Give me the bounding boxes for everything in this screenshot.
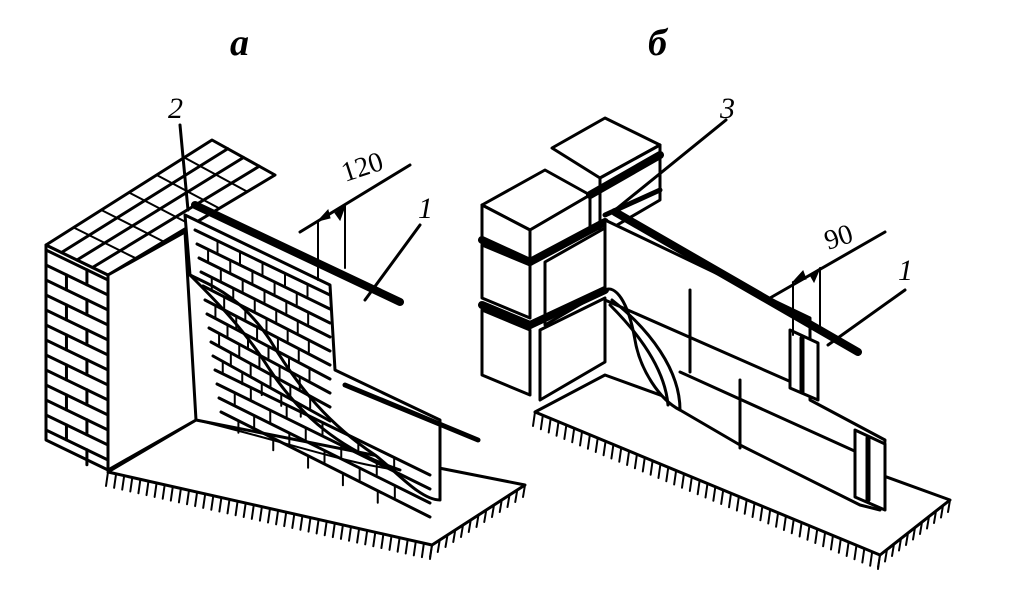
panel-a-top-brick-courses xyxy=(60,147,261,269)
panel-a-wall-brick-courses xyxy=(193,228,432,519)
panel-b-ground-hatching xyxy=(532,411,951,570)
panel-b-block-wall: б 3 90 1 xyxy=(478,22,952,570)
panel-a-ground-hatching xyxy=(105,471,526,560)
panel-a-callout-2: 2 xyxy=(168,92,183,125)
panel-a-leader-1 xyxy=(363,223,422,302)
panel-b-ground-slab xyxy=(532,373,952,570)
panel-b-callout-1: 1 xyxy=(898,254,913,287)
panel-a-pier-brick-courses xyxy=(44,248,110,467)
panel-a-rebar-1 xyxy=(191,201,404,306)
panel-b-long-wall xyxy=(603,218,887,512)
panel-b-callout-3: 3 xyxy=(719,92,735,125)
panel-a-label: а xyxy=(230,22,249,64)
panel-a-leader-2 xyxy=(178,123,190,212)
panel-b-rebar-1 xyxy=(611,208,862,356)
panel-a-callout-1: 1 xyxy=(418,192,433,225)
panel-b-block-stack xyxy=(478,116,664,402)
panel-a-rebar-lower xyxy=(342,382,481,443)
panel-b-leader-3 xyxy=(613,118,728,212)
panel-a-dimension-120 xyxy=(298,163,412,281)
panel-a-long-wall xyxy=(183,213,442,519)
panel-a-brick-wall: а 2 120 1 xyxy=(44,22,527,560)
panel-a-ground-slab xyxy=(105,418,527,560)
panel-b-label: б xyxy=(648,22,669,64)
panel-b-dimension-90 xyxy=(768,230,887,336)
panel-a-left-pier xyxy=(44,138,277,472)
panel-b-leader-1 xyxy=(826,288,907,347)
